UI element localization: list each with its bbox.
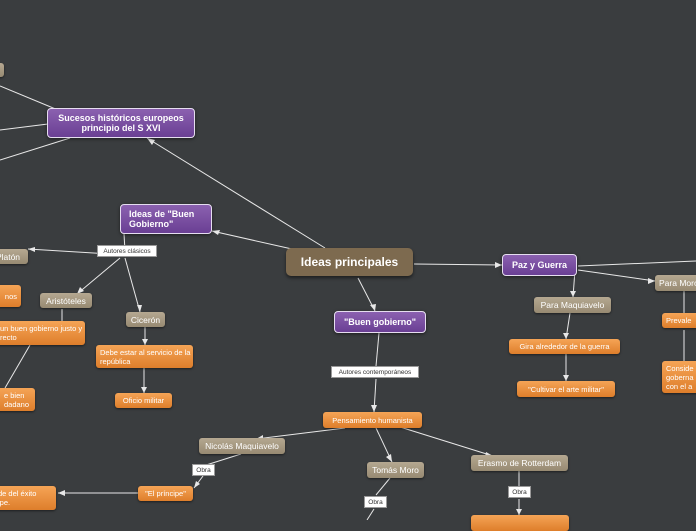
node-buen-gobierno[interactable]: "Buen gobierno" [334,311,426,333]
node-orange-bien-ciudadano[interactable]: e bien dadano [0,388,35,411]
node-tomas-moro[interactable]: Tomás Moro [367,462,424,478]
offscreen-node[interactable] [0,63,4,77]
node-orange-buen-gobierno-justo[interactable]: un buen gobierno justo y recto [0,321,85,345]
label-obra-erasmo: Obra [508,486,531,498]
label-obra-maquiavelo: Obra [192,464,215,476]
node-erasmo[interactable]: Erasmo de Rotterdam [471,455,568,471]
node-para-maquiavelo[interactable]: Para Maquiavelo [534,297,611,313]
node-considera[interactable]: Conside goberna con el a [662,361,696,393]
label-obra-moro: Obra [364,496,387,508]
connector-lines [0,85,696,520]
root-node[interactable]: Ideas principales [286,248,413,276]
node-oficio-militar[interactable]: Oficio militar [115,393,172,408]
mind-map-canvas: Ideas principales Sucesos históricos eur… [0,63,696,531]
label-autores-clasicos: Autores clásicos [97,245,157,257]
node-gira-guerra[interactable]: Gira alrededor de la guerra [509,339,620,354]
node-cultivar-arte-militar[interactable]: "Cultivar el arte militar" [517,381,615,397]
node-para-moro[interactable]: Para Moro [655,275,696,291]
node-ciceron[interactable]: Cicerón [126,312,165,327]
node-paz-y-guerra[interactable]: Paz y Guerra [502,254,577,276]
node-aristoteles[interactable]: Aristóteles [40,293,92,308]
node-maquiavelo[interactable]: Nicolás Maquiavelo [199,438,285,454]
node-sucesos-historicos[interactable]: Sucesos históricos europeos principio de… [47,108,195,138]
label-autores-contemporaneos: Autores contemporáneos [331,366,419,378]
node-prevale[interactable]: Prevale [662,313,696,328]
node-platon[interactable]: Platón [0,249,28,264]
node-orange-nos[interactable]: nos [0,285,21,307]
node-orange-exito[interactable]: de del éxito ipe. [0,486,56,510]
node-pensamiento-humanista[interactable]: Pensamiento humanista [323,412,422,428]
node-el-principe[interactable]: "El príncipe" [138,486,193,501]
node-ideas-buen-gobierno[interactable]: Ideas de "Buen Gobierno" [120,204,212,234]
node-debe-estar-servicio[interactable]: Debe estar al servicio de la república [96,345,193,368]
node-orange-erasmo-obra[interactable] [471,515,569,531]
